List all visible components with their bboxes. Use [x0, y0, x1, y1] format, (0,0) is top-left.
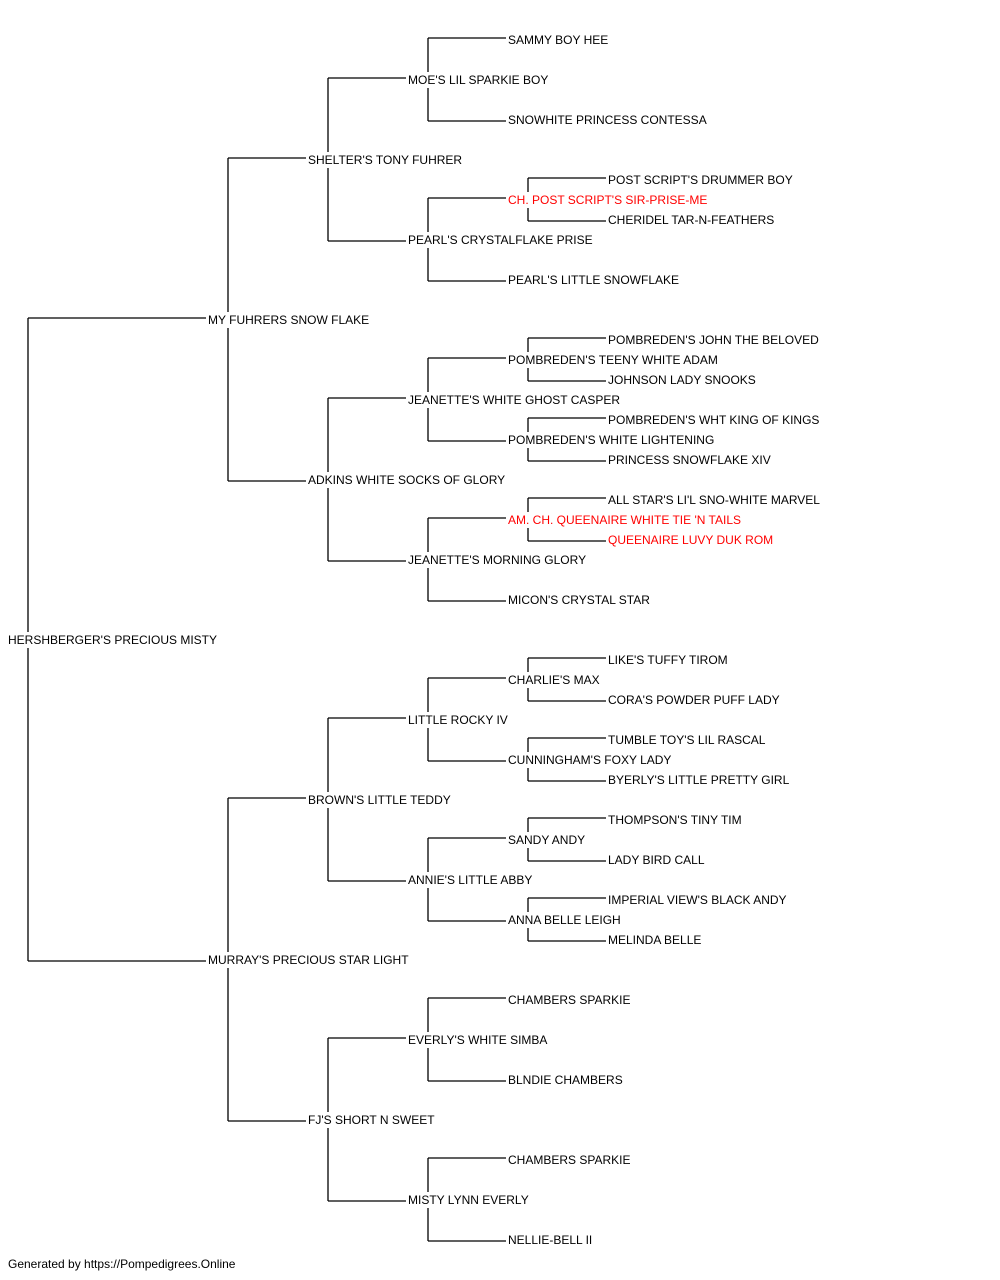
dog-name-sire-sire-dam-sire-dam: CHERIDEL TAR-N-FEATHERS: [608, 213, 774, 227]
dog-name-sire-sire-dam: PEARL'S CRYSTALFLAKE PRISE: [408, 233, 593, 247]
dog-name-dam-dam-sire: EVERLY'S WHITE SIMBA: [408, 1033, 547, 1047]
dog-name-sire-sire-sire: MOE'S LIL SPARKIE BOY: [408, 73, 548, 87]
dog-name-dam-sire-dam-dam-dam: MELINDA BELLE: [608, 933, 701, 947]
dog-name-dam-sire-dam-sire-sire: THOMPSON'S TINY TIM: [608, 813, 742, 827]
dog-name-dam-sire-dam-dam-sire: IMPERIAL VIEW'S BLACK ANDY: [608, 893, 787, 907]
dog-name-sire: MY FUHRERS SNOW FLAKE: [208, 313, 369, 327]
dog-name-subject: HERSHBERGER'S PRECIOUS MISTY: [8, 633, 217, 647]
dog-name-sire-sire-dam-sire: CH. POST SCRIPT'S SIR-PRISE-ME: [508, 193, 707, 207]
dog-name-dam-dam-sire-sire: CHAMBERS SPARKIE: [508, 993, 630, 1007]
dog-name-sire-dam-sire: JEANETTE'S WHITE GHOST CASPER: [408, 393, 620, 407]
dog-name-sire-dam-sire-sire-dam: JOHNSON LADY SNOOKS: [608, 373, 756, 387]
dog-name-sire-dam-sire-dam-sire: POMBREDEN'S WHT KING OF KINGS: [608, 413, 819, 427]
dog-name-sire-sire-sire-dam: SNOWHITE PRINCESS CONTESSA: [508, 113, 707, 127]
dog-name-dam-dam-sire-dam: BLNDIE CHAMBERS: [508, 1073, 623, 1087]
dog-name-sire-dam-sire-dam: POMBREDEN'S WHITE LIGHTENING: [508, 433, 714, 447]
dog-name-dam-dam-dam-sire: CHAMBERS SPARKIE: [508, 1153, 630, 1167]
dog-name-dam-sire-sire: LITTLE ROCKY IV: [408, 713, 508, 727]
dog-name-dam-sire-dam-sire-dam: LADY BIRD CALL: [608, 853, 705, 867]
dog-name-sire-dam-dam: JEANETTE'S MORNING GLORY: [408, 553, 586, 567]
dog-name-sire-sire-dam-sire-sire: POST SCRIPT'S DRUMMER BOY: [608, 173, 793, 187]
generated-by-footer: Generated by https://Pompedigrees.Online: [8, 1257, 236, 1271]
dog-name-dam-sire-sire-dam-dam: BYERLY'S LITTLE PRETTY GIRL: [608, 773, 790, 787]
dog-name-sire-sire-sire-sire: SAMMY BOY HEE: [508, 33, 608, 47]
dog-name-sire-sire: SHELTER'S TONY FUHRER: [308, 153, 462, 167]
dog-name-sire-dam-dam-sire-dam: QUEENAIRE LUVY DUK ROM: [608, 533, 773, 547]
dog-name-dam-dam: FJ'S SHORT N SWEET: [308, 1113, 435, 1127]
dog-name-dam-sire-dam: ANNIE'S LITTLE ABBY: [408, 873, 532, 887]
dog-name-dam-sire-sire-sire: CHARLIE'S MAX: [508, 673, 600, 687]
dog-name-sire-dam-sire-sire-sire: POMBREDEN'S JOHN THE BELOVED: [608, 333, 819, 347]
dog-name-dam-sire-sire-sire-dam: CORA'S POWDER PUFF LADY: [608, 693, 780, 707]
dog-name-dam-sire-dam-sire: SANDY ANDY: [508, 833, 585, 847]
dog-name-sire-dam-dam-sire-sire: ALL STAR'S LI'L SNO-WHITE MARVEL: [608, 493, 820, 507]
dog-name-dam-dam-dam-dam: NELLIE-BELL II: [508, 1233, 592, 1247]
dog-name-dam-sire-dam-dam: ANNA BELLE LEIGH: [508, 913, 621, 927]
dog-name-sire-dam: ADKINS WHITE SOCKS OF GLORY: [308, 473, 505, 487]
dog-name-sire-dam-dam-dam: MICON'S CRYSTAL STAR: [508, 593, 650, 607]
dog-name-sire-dam-sire-dam-dam: PRINCESS SNOWFLAKE XIV: [608, 453, 771, 467]
dog-name-dam: MURRAY'S PRECIOUS STAR LIGHT: [208, 953, 409, 967]
dog-name-dam-sire-sire-sire-sire: LIKE'S TUFFY TIROM: [608, 653, 728, 667]
dog-name-dam-sire-sire-dam: CUNNINGHAM'S FOXY LADY: [508, 753, 671, 767]
dog-name-sire-dam-dam-sire: AM. CH. QUEENAIRE WHITE TIE 'N TAILS: [508, 513, 741, 527]
dog-name-sire-dam-sire-sire: POMBREDEN'S TEENY WHITE ADAM: [508, 353, 718, 367]
dog-name-dam-sire: BROWN'S LITTLE TEDDY: [308, 793, 451, 807]
dog-name-dam-sire-sire-dam-sire: TUMBLE TOY'S LIL RASCAL: [608, 733, 766, 747]
dog-name-sire-sire-dam-dam: PEARL'S LITTLE SNOWFLAKE: [508, 273, 679, 287]
dog-name-dam-dam-dam: MISTY LYNN EVERLY: [408, 1193, 529, 1207]
